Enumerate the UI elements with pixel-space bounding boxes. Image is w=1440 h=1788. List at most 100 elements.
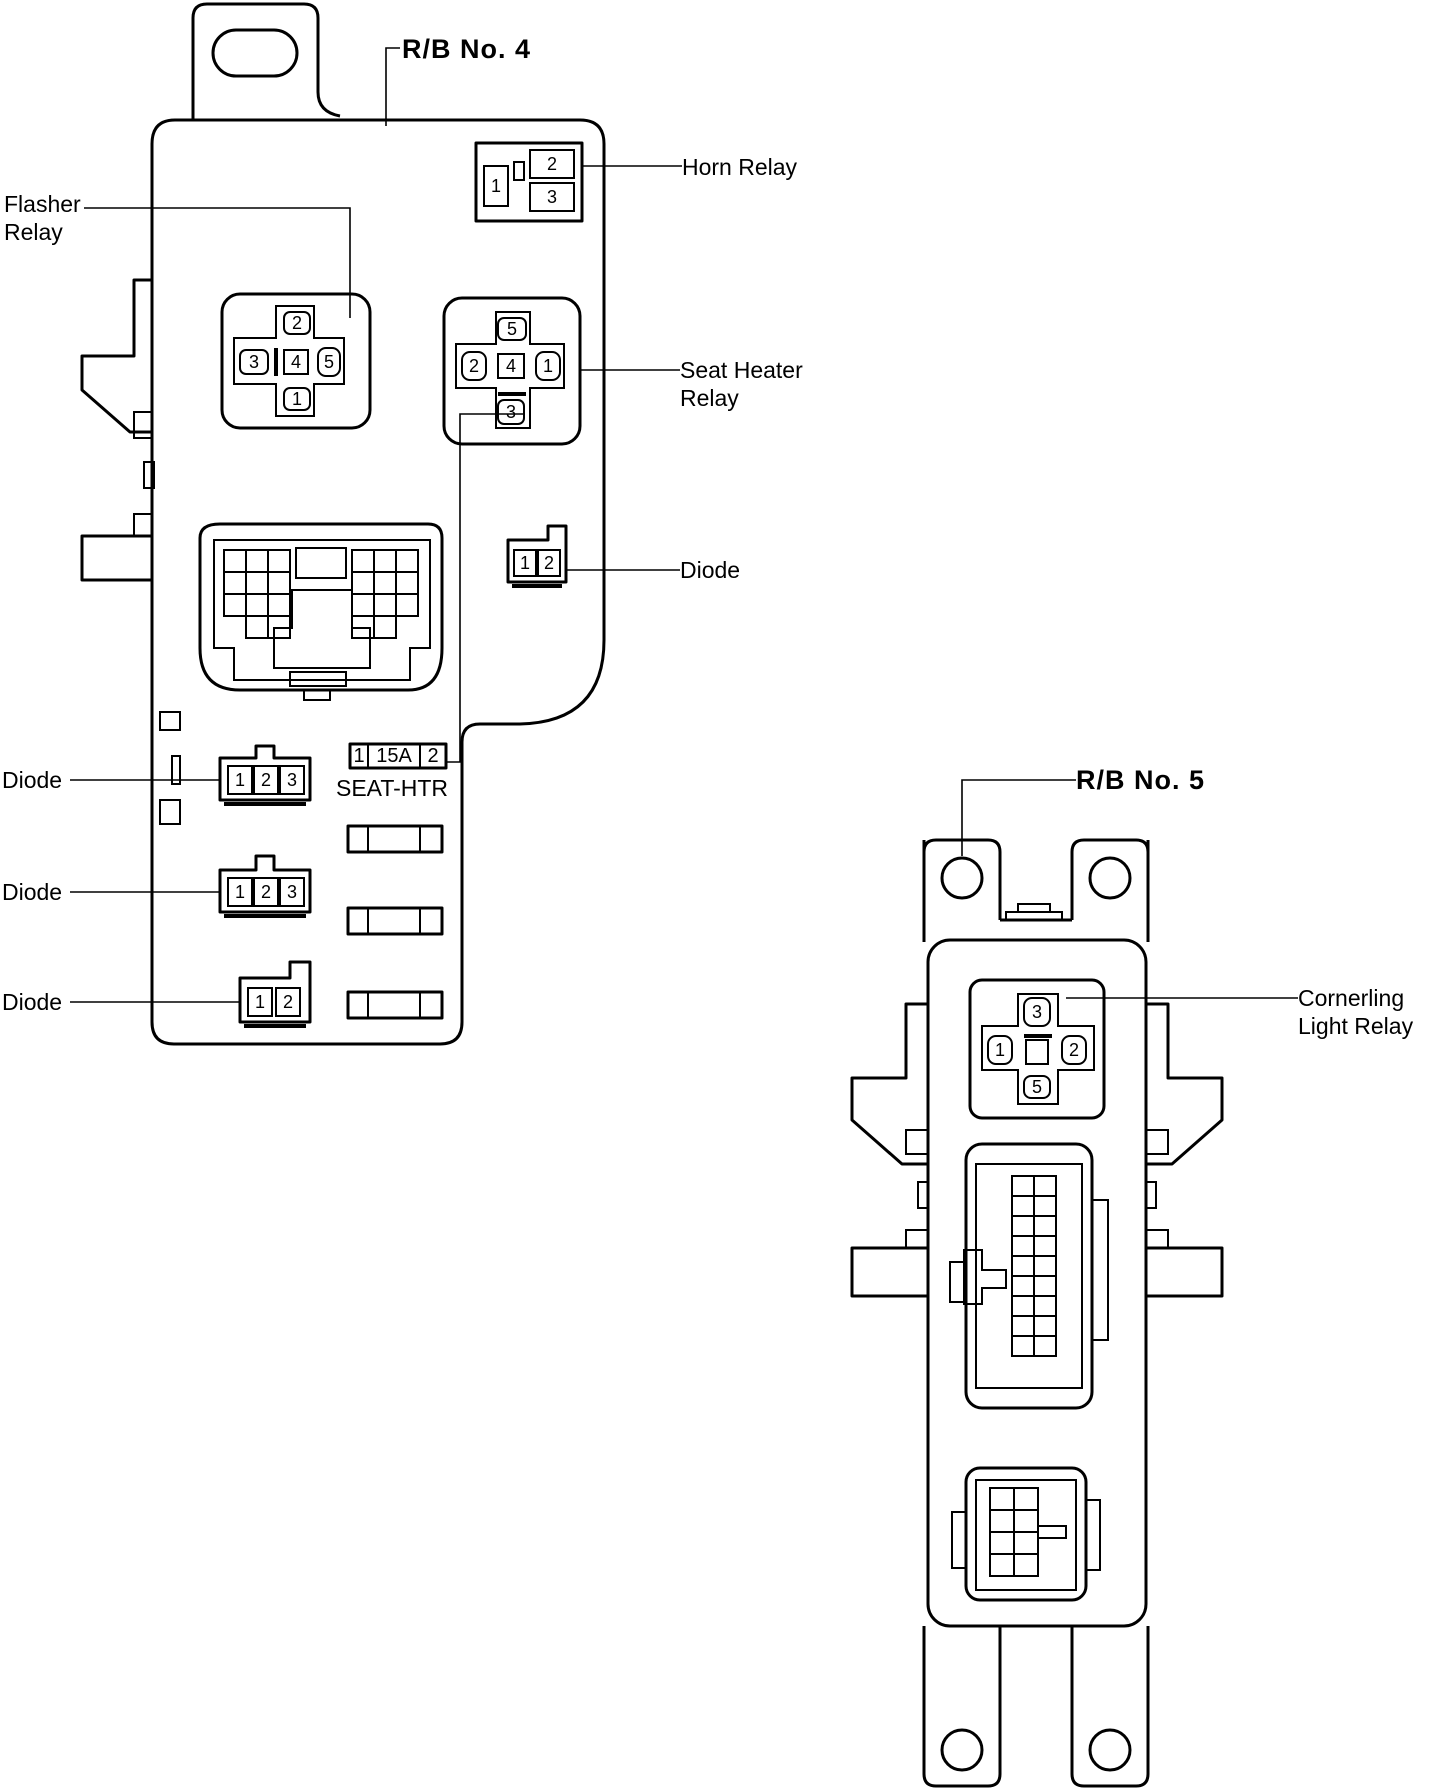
rb5-leader-lines bbox=[961, 779, 1298, 999]
seat-heater-relay-pin-4-label: 4 bbox=[506, 356, 516, 376]
seat-heater-relay-pin-3-label: 3 bbox=[506, 402, 516, 422]
flasher-relay-pin-4 bbox=[283, 349, 309, 375]
fuse-slot-2 bbox=[346, 906, 444, 936]
diode-right-pin-1-label: 1 bbox=[520, 553, 530, 573]
diode-left-2-housing bbox=[218, 854, 312, 914]
seat-heater-relay-pin-1-label: 1 bbox=[543, 356, 553, 376]
horn-relay-pin-2 bbox=[529, 149, 575, 179]
horn-relay-key bbox=[513, 161, 525, 181]
cornering-light-relay-pin-3-label: 3 bbox=[1032, 1002, 1042, 1022]
horn-relay-pin-3 bbox=[529, 182, 575, 212]
rb4-title: R/B No. 4 bbox=[402, 34, 531, 64]
seat-heater-relay-label-line2: Relay bbox=[680, 385, 739, 411]
diode-right-pin-2-label: 2 bbox=[544, 553, 554, 573]
cornering-light-relay-label-line2: Light Relay bbox=[1298, 1013, 1414, 1039]
rb4-latch-2 bbox=[143, 461, 155, 489]
diode-right: 1 2 bbox=[506, 524, 568, 588]
diode-left-2-pin-2-label: 2 bbox=[261, 882, 271, 902]
rb4-left-bracket-upper bbox=[80, 278, 152, 434]
fuse-rating-label: 15A bbox=[376, 745, 412, 767]
rb5-bottom-ear-right bbox=[1070, 1626, 1150, 1788]
rb5-top-clip bbox=[1005, 903, 1063, 920]
rb5-left-bracket-lower bbox=[850, 1246, 928, 1298]
relay-block-4: 1 2 3 2 3 4 5 1 5 bbox=[2, 2, 803, 1046]
rb5-bottom-hole-left bbox=[940, 1728, 984, 1772]
fuse-name-label: SEAT-HTR bbox=[336, 775, 448, 801]
flasher-relay-cross bbox=[233, 305, 345, 417]
rb5-latch-l1 bbox=[905, 1129, 929, 1155]
seat-heater-relay-key bbox=[498, 392, 526, 396]
rb5-upper-connector bbox=[949, 1142, 1109, 1410]
horn-relay-housing bbox=[474, 141, 584, 223]
horn-relay-label: Horn Relay bbox=[682, 154, 798, 180]
rb5-latch-l3 bbox=[905, 1229, 929, 1249]
seat-heater-relay-pin-2 bbox=[461, 351, 487, 381]
cornering-light-relay-pin-2-label: 2 bbox=[1069, 1040, 1079, 1060]
seat-heater-relay-pin-3 bbox=[497, 399, 525, 425]
rb4-large-connector-key bbox=[273, 589, 371, 669]
rb4-latch-6 bbox=[171, 755, 181, 785]
diode-right-pin-1 bbox=[513, 549, 537, 577]
rb5-top-hole-left bbox=[940, 856, 984, 900]
rb4-large-connector bbox=[198, 522, 444, 701]
rb5-latch-l2 bbox=[917, 1181, 929, 1209]
diode-left-1-housing bbox=[218, 744, 312, 802]
horn-relay-pin-1 bbox=[483, 165, 509, 207]
rb4-large-connector-shell bbox=[198, 522, 444, 692]
rb5-right-bracket-upper bbox=[1146, 1002, 1224, 1166]
flasher-relay-pin-2 bbox=[283, 311, 311, 335]
diode-left-1: 1 2 3 bbox=[218, 744, 312, 806]
rb5-right-bracket-lower bbox=[1146, 1246, 1224, 1298]
seat-heater-relay-pin-4 bbox=[497, 353, 525, 379]
diode-left-3-pin-1-label: 1 bbox=[255, 992, 265, 1012]
rb5-latch-r1 bbox=[1145, 1129, 1169, 1155]
rb5-lower-connector bbox=[951, 1466, 1101, 1602]
diode-left-2: 1 2 3 bbox=[218, 854, 312, 918]
horn-relay-pin-3-label: 3 bbox=[547, 187, 557, 207]
diode-right-label: Diode bbox=[680, 557, 740, 583]
seat-heater-relay: 5 2 4 1 3 bbox=[442, 296, 582, 446]
rb5-upper-connector-lock bbox=[963, 1249, 1007, 1305]
fuse-seat-htr-body bbox=[348, 742, 448, 770]
rb5-lower-connector-cavities bbox=[989, 1487, 1039, 1577]
rb5-latch-r2 bbox=[1145, 1181, 1157, 1209]
rb4-large-connector-cavities-right bbox=[351, 549, 419, 639]
rb4-body bbox=[150, 118, 606, 1046]
cornering-light-relay-pin-1-label: 1 bbox=[995, 1040, 1005, 1060]
rb5-body bbox=[926, 938, 1148, 1628]
rb5-left-bracket-upper bbox=[850, 1002, 928, 1166]
rb4-large-connector-tab bbox=[289, 671, 347, 687]
rb4-latch-1 bbox=[133, 411, 153, 439]
diode-right-base bbox=[512, 584, 562, 588]
cornering-light-relay-label-line1: Cornerling bbox=[1298, 985, 1404, 1011]
rb5-top-ear-right bbox=[1070, 838, 1150, 942]
seat-heater-relay-pin-5-label: 5 bbox=[507, 319, 517, 339]
diode-left-2-pin-3-label: 3 bbox=[287, 882, 297, 902]
diode-left-2-pin-1-label: 1 bbox=[235, 882, 245, 902]
cornering-light-relay-housing bbox=[968, 978, 1106, 1120]
fuse-slot-3 bbox=[346, 990, 444, 1020]
rb4-large-connector-latch bbox=[295, 547, 347, 579]
diode-left-2-label: Diode bbox=[2, 879, 62, 905]
flasher-relay-pin-5-label: 5 bbox=[324, 352, 334, 372]
diode-right-pin-2 bbox=[537, 549, 561, 577]
seat-heater-relay-housing bbox=[442, 296, 582, 446]
diode-left-3-pin-2-label: 2 bbox=[283, 992, 293, 1012]
flasher-relay-pin-4-label: 4 bbox=[291, 352, 301, 372]
flasher-relay-label-line1: Flasher bbox=[4, 191, 81, 217]
flasher-relay-housing bbox=[220, 292, 372, 430]
flasher-relay-key bbox=[274, 348, 278, 376]
relay-block-5: 3 1 2 5 bbox=[850, 765, 1414, 1788]
rb4-large-connector-cavities-left bbox=[223, 549, 291, 639]
fuse-pin-left-label: 1 bbox=[353, 745, 364, 767]
diode-left-3: 1 2 bbox=[238, 960, 312, 1028]
rb4-latch-3 bbox=[133, 513, 153, 537]
horn-relay-pin-1-label: 1 bbox=[491, 176, 501, 196]
flasher-relay: 2 3 4 5 1 bbox=[220, 292, 372, 430]
cornering-light-relay-pin-5-label: 5 bbox=[1032, 1077, 1042, 1097]
fuse-pin-right-label: 2 bbox=[427, 745, 438, 767]
flasher-relay-pin-1-label: 1 bbox=[292, 389, 302, 409]
flasher-relay-pin-3 bbox=[239, 349, 269, 375]
seat-heater-relay-pin-2-label: 2 bbox=[469, 356, 479, 376]
diode-left-3-housing bbox=[238, 960, 312, 1024]
